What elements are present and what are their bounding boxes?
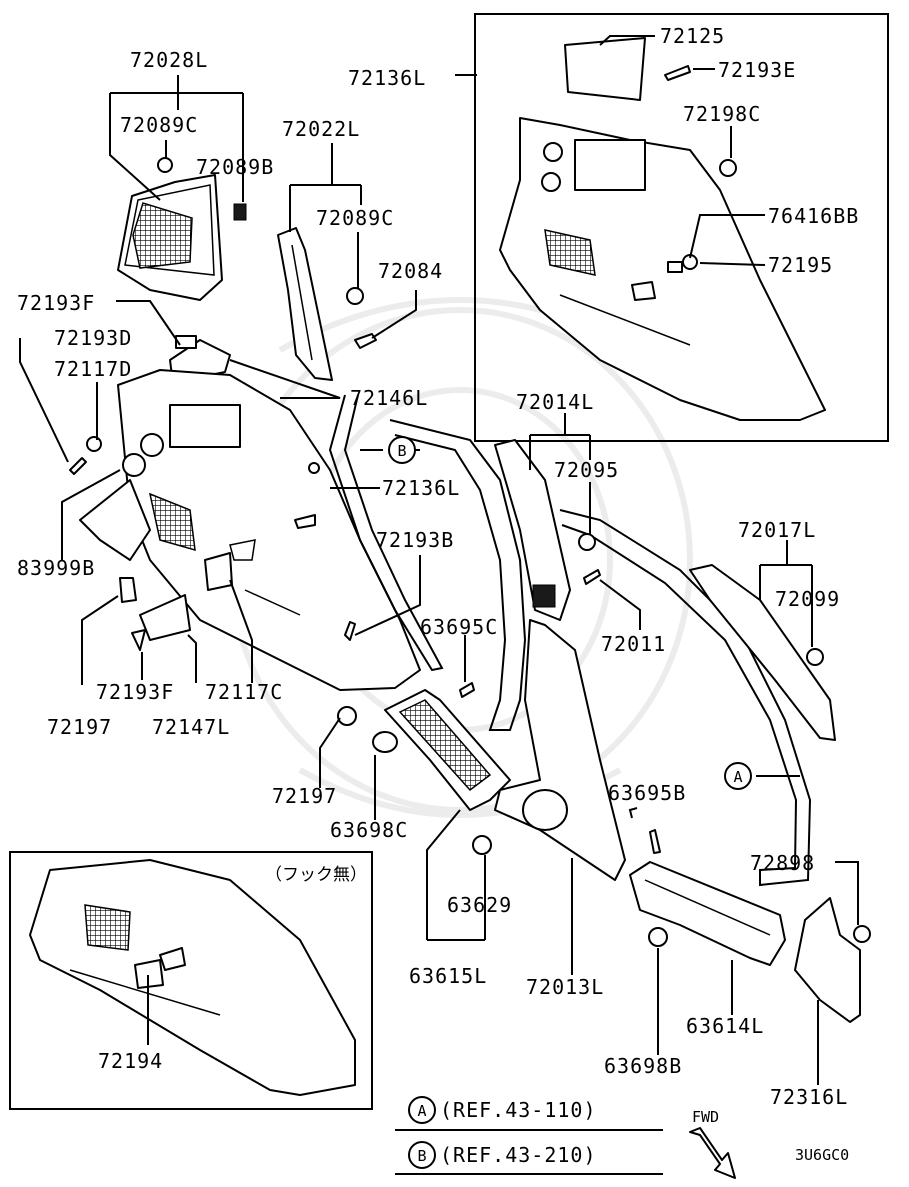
pillar-trim-72014L bbox=[494, 439, 571, 621]
trim-72017L bbox=[689, 564, 836, 741]
label-72146L: 72146L bbox=[350, 386, 428, 410]
ref-letter-b: B bbox=[417, 1147, 426, 1165]
label-72017L: 72017L bbox=[738, 518, 816, 542]
callout-letter-b: B bbox=[397, 442, 406, 460]
label-72117C: 72117C bbox=[205, 680, 283, 704]
fwd-label: FWD bbox=[692, 1108, 719, 1126]
ref-circle-b bbox=[408, 1141, 436, 1169]
label-72095: 72095 bbox=[554, 458, 619, 482]
label-72193F-b: 72193F bbox=[96, 680, 174, 704]
bracket-72146L bbox=[169, 335, 231, 379]
ref-text-a: (REF.43-110) bbox=[440, 1098, 597, 1122]
label-72195: 72195 bbox=[768, 253, 833, 277]
detail-box-top-right bbox=[474, 13, 889, 442]
label-72193F-a: 72193F bbox=[17, 291, 95, 315]
label-72136L-b: 72136L bbox=[382, 476, 460, 500]
sill-63614L bbox=[629, 861, 786, 966]
label-72022L: 72022L bbox=[282, 117, 360, 141]
label-72147L: 72147L bbox=[152, 715, 230, 739]
label-72197-b: 72197 bbox=[272, 784, 337, 808]
label-72014L: 72014L bbox=[516, 390, 594, 414]
detail-box-bottom-left bbox=[9, 851, 373, 1110]
label-72028L: 72028L bbox=[130, 48, 208, 72]
pillar-trim-72022L bbox=[277, 227, 377, 381]
label-83999B: 83999B bbox=[17, 556, 95, 580]
label-72117D: 72117D bbox=[54, 357, 132, 381]
label-72197-a: 72197 bbox=[47, 715, 112, 739]
label-72099: 72099 bbox=[775, 587, 840, 611]
speaker-cover-72028L bbox=[117, 157, 247, 301]
label-63698B: 63698B bbox=[604, 1054, 682, 1078]
callout-circle-a bbox=[724, 762, 752, 790]
weatherstrip-B bbox=[328, 394, 444, 672]
label-72089C-b: 72089C bbox=[316, 206, 394, 230]
label-72898: 72898 bbox=[750, 851, 815, 875]
fwd-arrow bbox=[689, 1127, 736, 1179]
label-63695C: 63695C bbox=[420, 615, 498, 639]
quarter-trim-main bbox=[79, 369, 421, 691]
label-72089B: 72089B bbox=[196, 155, 274, 179]
label-72194: 72194 bbox=[98, 1049, 163, 1073]
label-63614L: 63614L bbox=[686, 1014, 764, 1038]
label-72013L: 72013L bbox=[526, 975, 604, 999]
rear-trim-72316L bbox=[794, 897, 871, 1023]
label-72136L-a: 72136L bbox=[348, 66, 426, 90]
label-72193D: 72193D bbox=[54, 326, 132, 350]
lower-trim-72013L bbox=[494, 619, 626, 881]
label-72089C-a: 72089C bbox=[120, 113, 198, 137]
label-72011: 72011 bbox=[601, 632, 666, 656]
callout-circle-b bbox=[388, 436, 416, 464]
label-72193B: 72193B bbox=[376, 528, 454, 552]
label-72084: 72084 bbox=[378, 259, 443, 283]
diagram-code: 3U6GC0 bbox=[795, 1146, 849, 1164]
part-labels: 72028L 72089C 72089B 72022L 72089C 72084… bbox=[17, 24, 859, 1109]
ref-letter-a: A bbox=[417, 1102, 426, 1120]
label-72193E: 72193E bbox=[718, 58, 796, 82]
label-63615L: 63615L bbox=[409, 964, 487, 988]
lower-brackets bbox=[119, 577, 191, 651]
ref-text-b: (REF.43-210) bbox=[440, 1143, 597, 1167]
label-72316L: 72316L bbox=[770, 1085, 848, 1109]
label-76416BB: 76416BB bbox=[768, 204, 859, 228]
label-63629: 63629 bbox=[447, 893, 512, 917]
ref-circle-a bbox=[408, 1096, 436, 1124]
label-63695B: 63695B bbox=[608, 781, 686, 805]
label-63698C: 63698C bbox=[330, 818, 408, 842]
label-72198C: 72198C bbox=[683, 102, 761, 126]
inset-panel-bottom-left bbox=[29, 859, 356, 1096]
callout-letter-a: A bbox=[733, 768, 742, 786]
opening-trim-strip bbox=[389, 419, 527, 731]
inset-note: （フック無） bbox=[265, 865, 367, 885]
inset-panel-top-right bbox=[499, 37, 826, 421]
fasteners bbox=[69, 65, 824, 947]
scuff-plate-63615L bbox=[384, 689, 511, 811]
label-72125: 72125 bbox=[660, 24, 725, 48]
